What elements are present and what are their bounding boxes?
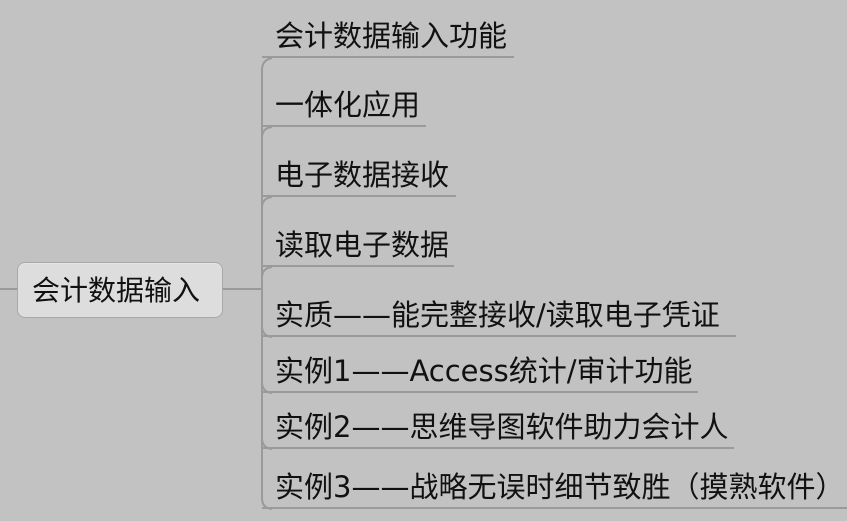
branch-connector-4 bbox=[261, 266, 273, 279]
subtopic-6-underline bbox=[262, 391, 698, 393]
subtopic-1-label: 会计数据输入功能 bbox=[275, 19, 508, 53]
subtopic-5-label: 实质——能完整接收/读取电子凭证 bbox=[275, 298, 720, 332]
subtopic-1-underline bbox=[262, 56, 514, 58]
trunk-line-upper bbox=[261, 57, 273, 289]
subtopic-8-underline bbox=[262, 507, 847, 509]
subtopic-5-underline bbox=[262, 335, 736, 337]
subtopic-8-label: 实例3——战略无误时细节致胜（摸熟软件） bbox=[275, 470, 845, 504]
subtopic-6-label: 实例1——Access统计/审计功能 bbox=[275, 354, 693, 388]
subtopic-3-underline bbox=[262, 195, 456, 197]
subtopic-4-underline bbox=[262, 265, 454, 267]
trunk-line-lower bbox=[261, 289, 273, 510]
subtopic-2-label: 一体化应用 bbox=[275, 88, 421, 122]
subtopic-4-label: 读取电子数据 bbox=[275, 228, 450, 262]
subtopic-2-underline bbox=[262, 125, 426, 127]
central-topic[interactable]: 会计数据输入 bbox=[17, 262, 223, 318]
central-topic-label: 会计数据输入 bbox=[32, 274, 201, 307]
subtopic-3-label: 电子数据接收 bbox=[275, 158, 450, 192]
subtopic-7-label: 实例2——思维导图软件助力会计人 bbox=[275, 410, 729, 444]
branch-connector-2 bbox=[261, 126, 273, 139]
subtopic-7-underline bbox=[262, 447, 734, 449]
branch-connector-3 bbox=[261, 196, 273, 209]
